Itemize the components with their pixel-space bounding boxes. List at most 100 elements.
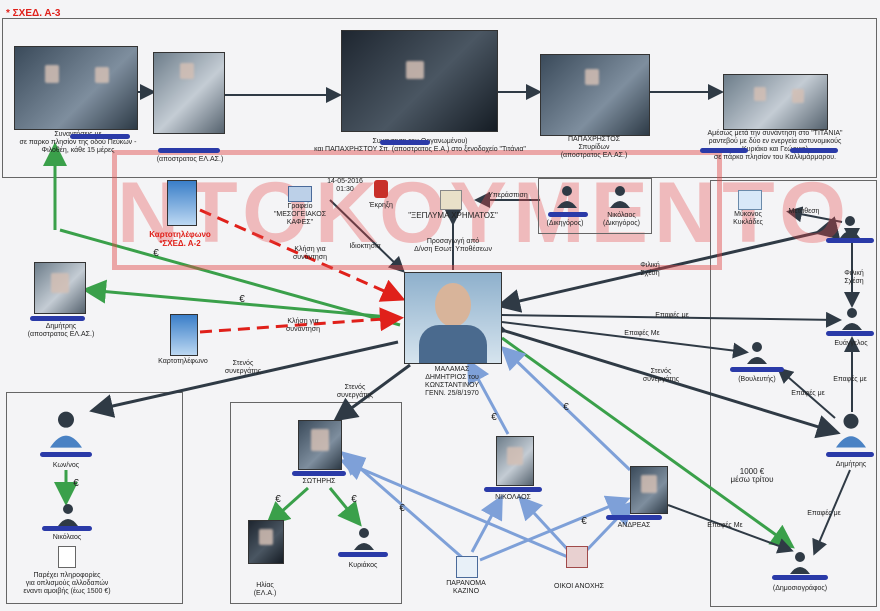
caption-kallimarmaro: Αμέσως μετά την συνάντηση στο "TITANIA" … xyxy=(707,130,843,161)
edge-ownership xyxy=(329,199,405,273)
redaction-bar xyxy=(484,487,542,492)
redaction-bar xyxy=(380,140,430,145)
dimitris-right-icon xyxy=(836,413,866,448)
date-label: 14-05-2016 01:30 xyxy=(327,178,363,193)
edge-relocation xyxy=(786,206,843,223)
edge-red-1 xyxy=(199,208,406,302)
edge-label-meeting-call-1: Κλήση για συνάντηση xyxy=(292,246,328,261)
dimitris-right-label: Δημήτρης xyxy=(835,461,867,468)
money-laundering-label: "ΞΕΠΛΥΜΑ ΧΡΗΜΑΤΟΣ" xyxy=(408,211,498,220)
sotiris-label: ΣΩΤΗΡΗΣ xyxy=(302,478,336,485)
euro-label: € xyxy=(275,494,281,505)
edge-contact-5 xyxy=(667,504,794,554)
euro-label: € xyxy=(563,402,569,413)
kyriakos-label: Κυριάκος xyxy=(348,562,378,569)
edge-red-2 xyxy=(199,307,404,334)
euro-label: € xyxy=(73,478,79,489)
lawyer-1-icon xyxy=(557,186,577,208)
redaction-bar xyxy=(548,212,588,217)
document-icon xyxy=(58,546,76,568)
edge-blue-casino-nik xyxy=(470,494,503,553)
edge-blue-brothel-sot xyxy=(339,458,576,562)
office-icon xyxy=(288,186,312,202)
mykonos-icon xyxy=(738,190,762,210)
euro-label: € xyxy=(239,294,245,305)
nikolaos-center-label: ΝΙΚΟΛΑΟΣ xyxy=(495,494,531,501)
edge-blue-brothel-andr xyxy=(583,500,635,554)
photo-park-kallimarmaro xyxy=(723,74,828,130)
photo-andreas xyxy=(630,466,668,514)
redaction-bar xyxy=(826,452,874,457)
andreas-label: ΑΝΔΡΕΑΣ xyxy=(617,522,651,529)
edge-green-2 xyxy=(82,279,401,320)
redaction-bar xyxy=(158,148,220,153)
phone-booth-2-label: Καρτοτηλέφωνο xyxy=(158,358,208,365)
phone-booth-2 xyxy=(170,314,198,356)
edge-label-meeting-call-2: Κλήση για συνάντηση xyxy=(285,318,321,333)
edge-assoc-mid xyxy=(333,363,411,422)
lawyer-1-label: (Δικηγόρος) xyxy=(546,220,584,227)
euro-label: € xyxy=(351,494,357,505)
kon-label: Κων/νος xyxy=(52,462,80,469)
redaction-bar xyxy=(42,526,92,531)
edge-label-contact-1: Επαφές με xyxy=(655,312,689,319)
edge-sot-ilias xyxy=(265,486,310,527)
edge-blue-brothel-nik xyxy=(517,495,572,554)
edge-label-defence: Υπεράσπιση xyxy=(488,192,528,199)
brothels-label: ΟΙΚΟΙ ΑΝΟΧΗΣ xyxy=(553,583,604,590)
edge-label-thousand-euro: 1000 € μέσω τρίτου xyxy=(730,467,774,484)
caption-retired-officer: (αποστρατος ΕΛ.ΑΣ.) xyxy=(156,156,224,163)
photo-nikolaos xyxy=(496,436,534,486)
redaction-bar xyxy=(772,575,828,580)
edge-label-relocation: Μετάθεση xyxy=(788,208,820,215)
explosion-label: Έκρηξη xyxy=(369,202,393,209)
edge-contact-4 xyxy=(776,367,836,419)
edge-label-contact-3: Επαφές με xyxy=(833,376,867,383)
kon-icon xyxy=(50,411,82,448)
edge-green-1 xyxy=(59,228,401,327)
phone-booth-1-label: Καρτοτηλέφωνο *ΣΧΕΔ. Α-2 xyxy=(149,230,211,248)
nikolaos-left-label: Νικόλαος xyxy=(52,534,82,541)
redaction-bar xyxy=(30,316,85,321)
photo-center-malamas xyxy=(404,272,502,364)
money-icon xyxy=(440,190,462,210)
edge-sot-kyr xyxy=(328,487,362,527)
photo-papachristos xyxy=(540,54,650,136)
edge-blue-andr xyxy=(500,345,632,472)
edge-label-ownership: Ιδιοκτησία xyxy=(349,243,381,250)
redaction-bar xyxy=(292,471,346,476)
mp-icon xyxy=(747,342,767,364)
edge-label-friendly-2: Φιλική Σχέση xyxy=(844,270,864,285)
edge-assoc-right xyxy=(481,313,841,439)
casino-label: ΠΑΡΑΝΟΜΑ ΚΑΖΙΝΟ xyxy=(446,580,486,595)
top-region-box xyxy=(2,18,877,178)
mykonos-label: Μύκονος Κυκλάδες xyxy=(733,211,763,226)
phone-booth-1 xyxy=(167,180,197,226)
journalist-label: (Δημοσιογράφος) xyxy=(772,585,828,592)
edge-label-contact-4: Επαφές με xyxy=(791,390,825,397)
redaction-bar xyxy=(826,331,874,336)
dimitris-left-label: Δημήτρης (αποστρατος ΕΛ.ΑΣ.) xyxy=(27,323,95,338)
redaction-bar xyxy=(790,148,838,153)
lawyer-2-label: Νικόλαος (Δικηγόρος) xyxy=(603,212,640,227)
lawyer-2-icon xyxy=(610,186,630,208)
info-note: Παρέχει πληροφορίες για οπλισμούς αλλοδα… xyxy=(23,572,111,595)
edge-contact-6 xyxy=(812,469,851,556)
mp-label: (Βουλευτής) xyxy=(738,376,776,383)
euro-label: € xyxy=(399,503,405,514)
casino-icon xyxy=(456,556,478,578)
edge-friendly xyxy=(496,216,841,313)
edge-label-assoc-right: Στενός συνεργάτης xyxy=(642,368,680,383)
redaction-bar xyxy=(730,367,784,372)
nikolaos-left-icon xyxy=(58,504,78,526)
photo-park-meetings xyxy=(14,46,138,130)
office-label: Γραφείο "ΜΕΣΟΓΕΙΑΚΟΣ ΚΑΦΕΣ" xyxy=(273,203,327,226)
kyriakos-icon xyxy=(354,528,374,550)
photo-titania-meeting xyxy=(341,30,498,132)
explosion-icon xyxy=(374,180,388,198)
euro-label: € xyxy=(581,516,587,527)
edge-label-assoc-mid: Στενός συνεργάτης xyxy=(336,384,374,399)
redaction-bar xyxy=(826,238,874,243)
